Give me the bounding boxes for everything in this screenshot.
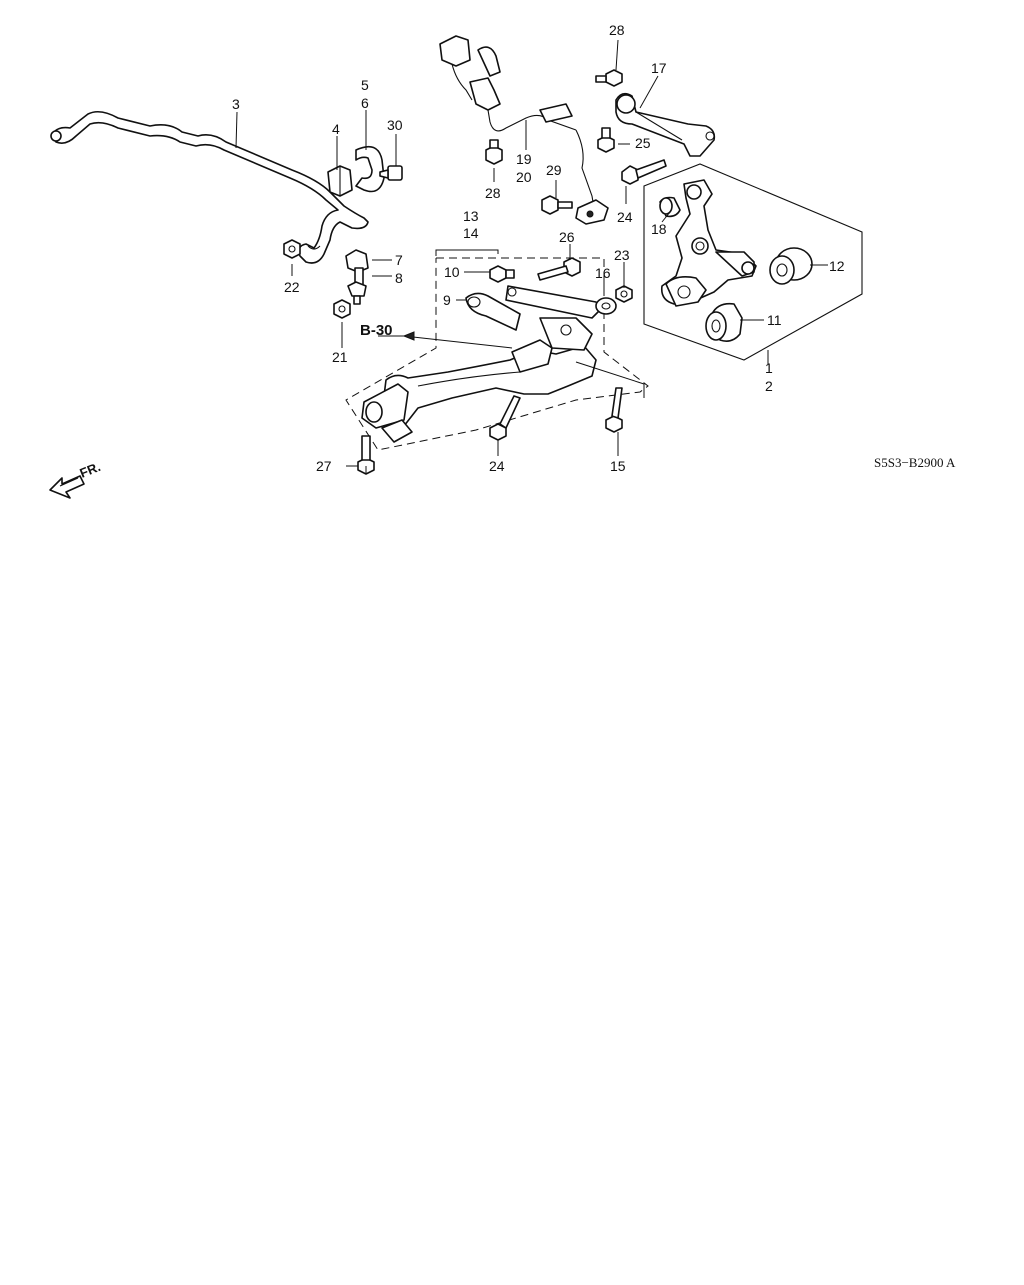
- front-arrow-label: FR.: [78, 459, 103, 481]
- bolt-24-lower: [489, 395, 521, 441]
- callout-18: 18: [651, 221, 667, 237]
- bolt-28-top: [595, 69, 623, 87]
- callout-24-upper: 24: [617, 209, 633, 225]
- callout-29: 29: [546, 162, 562, 178]
- bolt-29: [541, 195, 573, 215]
- callout-13: 13: [463, 208, 479, 224]
- bolt-28-lower: [485, 139, 503, 165]
- reference-code: S5S3−B2900 A: [874, 455, 956, 470]
- compensator-arm-9: [465, 292, 521, 331]
- lower-arm-assembly-box: [345, 257, 649, 451]
- callout-4: 4: [332, 121, 340, 137]
- callout-11: 11: [767, 312, 782, 328]
- lower-arm-link: [505, 285, 601, 319]
- nut-23: [615, 285, 633, 303]
- bolt-24-upper: [621, 159, 667, 185]
- callout-23: 23: [614, 247, 630, 263]
- knuckle-assembly-box: [643, 163, 863, 361]
- callout-26: 26: [559, 229, 575, 245]
- callout-10: 10: [444, 264, 460, 280]
- bolt-26: [537, 257, 581, 281]
- callout-28-top: 28: [609, 22, 625, 38]
- callout-22: 22: [284, 279, 300, 295]
- callout-3: 3: [232, 96, 240, 112]
- stabilizer-bushing: [327, 165, 353, 197]
- bushing-18: [659, 196, 681, 218]
- callout-28-lower: 28: [485, 185, 501, 201]
- callout-20: 20: [516, 169, 532, 185]
- abs-sensor-harness: [439, 35, 609, 225]
- cross-reference-b30: B-30: [360, 322, 393, 339]
- callout-15: 15: [610, 458, 626, 474]
- bolt-10: [489, 265, 515, 283]
- bushing-12: [769, 247, 813, 285]
- callout-6: 6: [361, 95, 369, 111]
- callout-25: 25: [635, 135, 651, 151]
- callout-19: 19: [516, 151, 532, 167]
- nut-22: [283, 239, 301, 259]
- callout-17: 17: [651, 60, 667, 76]
- bolt-25: [597, 127, 615, 153]
- bolt-15: [605, 387, 623, 433]
- callout-2: 2: [765, 378, 773, 394]
- nut-21: [333, 299, 351, 319]
- upper-arm-17: [615, 92, 716, 157]
- washer-16: [595, 297, 617, 315]
- stabilizer-bar: [50, 110, 369, 264]
- stabilizer-holder: [355, 145, 385, 193]
- callout-7: 7: [395, 252, 403, 268]
- knuckle: [660, 179, 757, 307]
- callout-30: 30: [387, 117, 403, 133]
- leader-lines: [235, 39, 828, 474]
- callout-16: 16: [595, 265, 611, 281]
- lower-arm: [361, 317, 597, 443]
- callout-1: 1: [765, 360, 773, 376]
- front-arrow-icon: [49, 475, 85, 499]
- stabilizer-link: [345, 249, 369, 305]
- callout-5: 5: [361, 77, 369, 93]
- callout-12: 12: [829, 258, 845, 274]
- b30-arrow: [402, 331, 415, 341]
- callout-8: 8: [395, 270, 403, 286]
- callout-14: 14: [463, 225, 479, 241]
- callout-9: 9: [443, 292, 451, 308]
- bushing-11: [705, 302, 743, 342]
- callout-27: 27: [316, 458, 332, 474]
- flange-bolt-30: [379, 165, 403, 181]
- callout-21: 21: [332, 349, 348, 365]
- callout-24-lower: 24: [489, 458, 505, 474]
